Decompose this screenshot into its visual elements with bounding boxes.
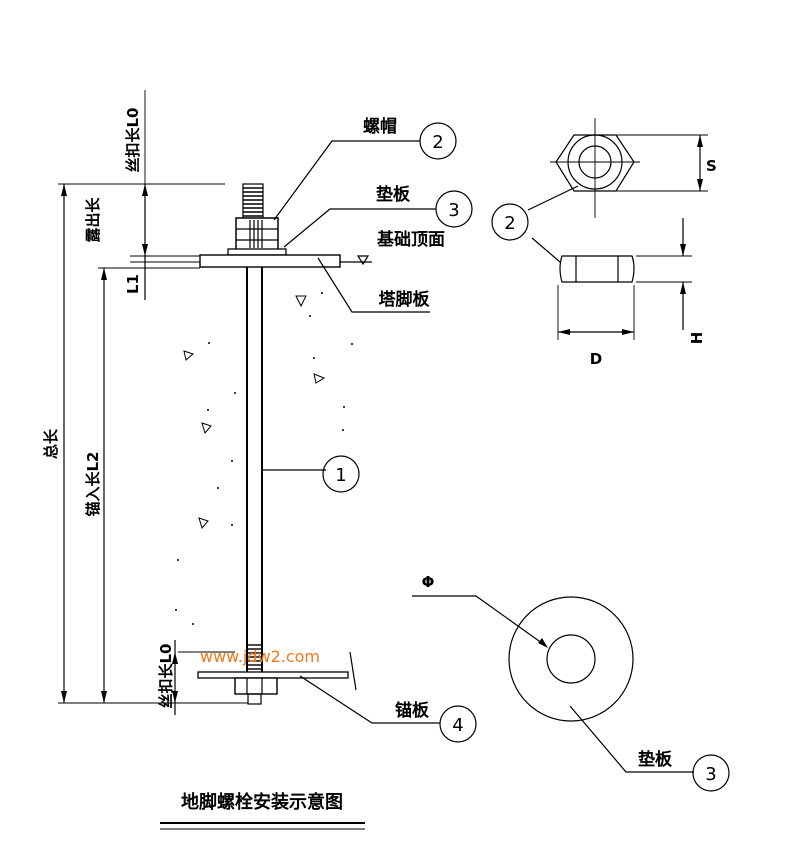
dim-embed: 锚入长L2	[84, 452, 102, 517]
callout-washer: 3	[435, 190, 473, 228]
dim-exposed: 露出长	[84, 197, 102, 243]
tower-plate	[199, 254, 341, 268]
callout-anchor-number: 4	[452, 715, 463, 736]
label-washer-bottom: 垫板	[638, 749, 673, 770]
top-washer	[227, 248, 287, 256]
dim-thread-top: 丝扣长L0	[124, 108, 142, 173]
nut-side-view	[557, 218, 692, 340]
callout-nut-detail-number: 2	[504, 213, 515, 234]
callout-washer-detail-number: 3	[705, 764, 716, 785]
washer-view	[412, 595, 694, 773]
anchor-plate	[197, 671, 349, 679]
dim-h: H	[688, 332, 706, 345]
page-title: 地脚螺栓安装示意图	[181, 791, 343, 813]
callout-washer-number: 3	[448, 200, 459, 221]
concrete-marks	[183, 295, 326, 530]
label-anchor-plate: 锚板	[395, 700, 430, 721]
watermark: www.jdw2.com	[200, 647, 320, 666]
callout-bolt-number: 1	[335, 465, 346, 486]
dim-s: S	[706, 157, 717, 175]
callout-nut: 2	[419, 122, 457, 160]
top-nut	[235, 217, 279, 251]
callout-nut-number: 2	[432, 132, 443, 153]
callout-anchor: 4	[439, 705, 477, 743]
bolt-elevation	[58, 90, 440, 724]
label-nut: 螺帽	[363, 116, 397, 137]
dim-l1: L1	[124, 274, 142, 294]
dim-phi: Φ	[422, 573, 435, 591]
dim-d: D	[590, 350, 602, 368]
callout-washer-detail: 3	[692, 754, 730, 792]
label-tower-plate: 塔脚板	[379, 289, 431, 310]
callout-bolt: 1	[322, 455, 360, 493]
dim-thread-bottom: 丝扣长L0	[157, 644, 175, 709]
nut-top-view	[550, 118, 708, 218]
bottom-nut	[234, 677, 278, 695]
label-foundation-top: 基础顶面	[376, 229, 445, 250]
callout-nut-detail: 2	[491, 203, 529, 241]
label-washer-top: 垫板	[376, 184, 411, 205]
dim-total: 总长	[42, 428, 60, 459]
